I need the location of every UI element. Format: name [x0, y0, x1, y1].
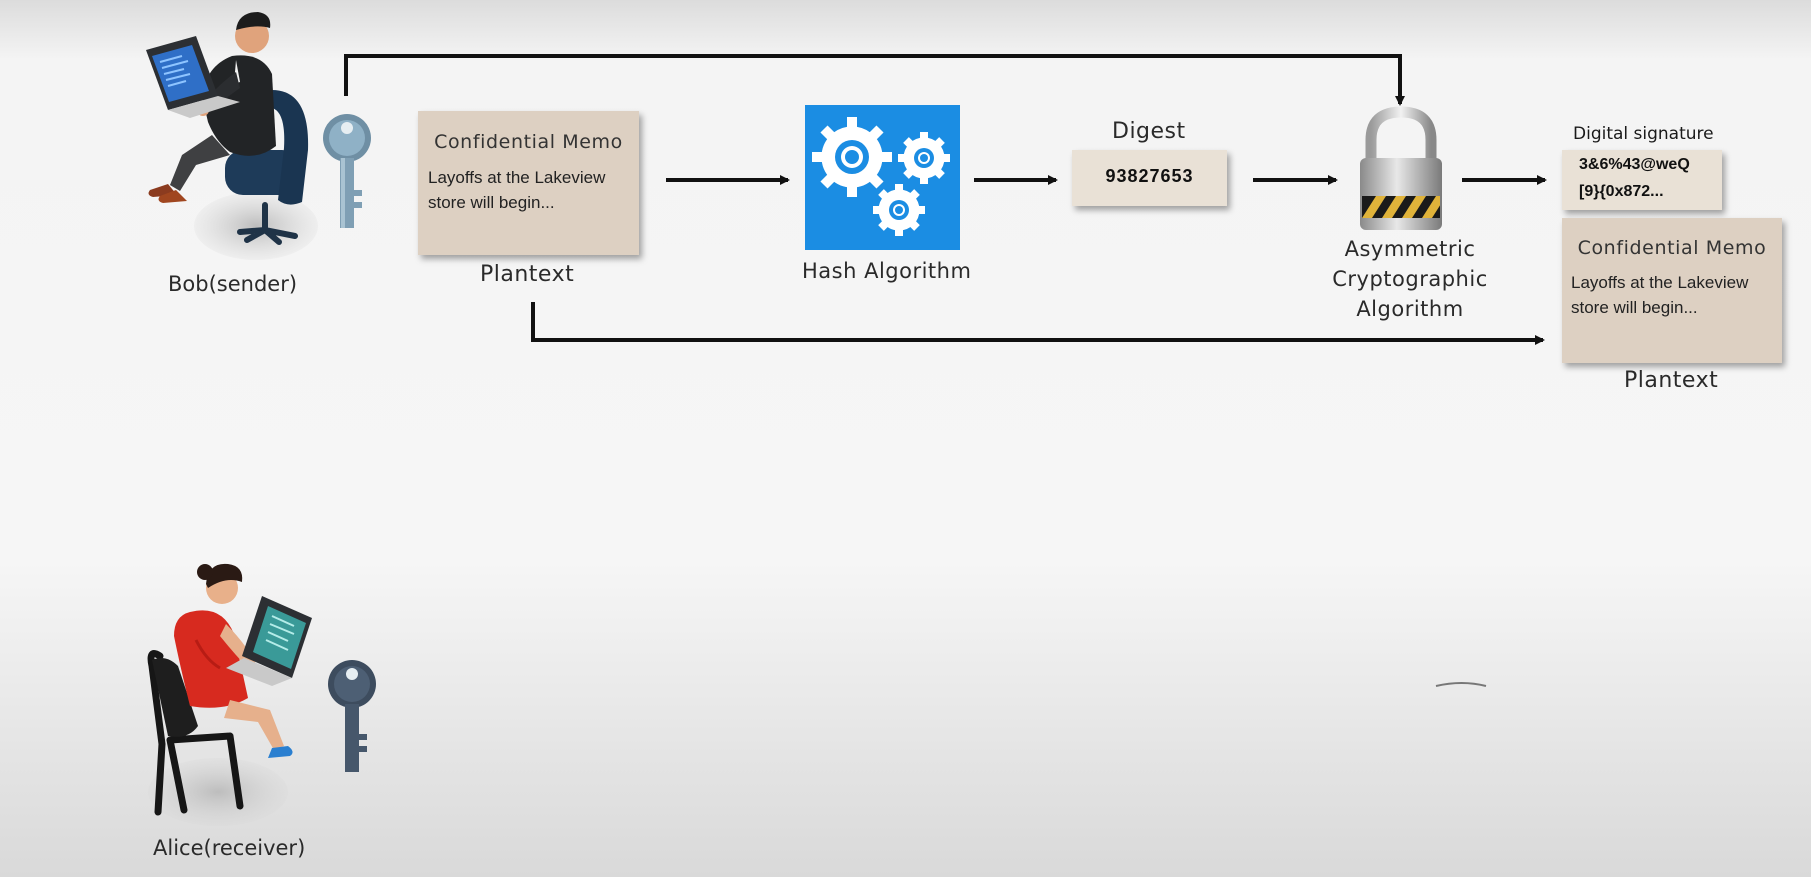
digest-note: 93827653 [1072, 150, 1227, 206]
arrow-key-to-crypto [344, 54, 1405, 106]
asymmetric-label: Asymmetric Cryptographic Algorithm [1300, 234, 1520, 324]
padlock-icon [1360, 106, 1442, 230]
alice-key-icon [328, 660, 376, 772]
plaintext-memo-line2: store will begin... [428, 193, 555, 212]
output-memo-line1: Layoffs at the Lakeview [1571, 273, 1749, 292]
output-memo-title: Confidential Memo [1577, 237, 1767, 259]
plaintext-memo-line1: Layoffs at the Lakeview [428, 168, 606, 187]
asymmetric-line2: Cryptographic [1332, 267, 1488, 291]
plaintext-memo: Confidential Memo Layoffs at the Lakevie… [418, 111, 639, 255]
signature-line2: [9}{0x872... [1579, 183, 1664, 200]
alice-label: Alice(receiver) [153, 836, 306, 860]
hash-caption: Hash Algorithm [802, 259, 972, 283]
signature-title: Digital signature [1573, 124, 1714, 144]
digest-title: Digest [1112, 119, 1186, 144]
output-memo-body: Layoffs at the Lakeview store will begin… [1571, 270, 1748, 320]
output-memo: Confidential Memo Layoffs at the Lakevie… [1562, 218, 1782, 363]
output-plaintext-caption: Plantext [1624, 368, 1719, 393]
digest-value: 93827653 [1105, 166, 1194, 186]
signature-note: 3&6%43@weQ [9}{0x872... [1562, 150, 1722, 210]
bob-person-icon [146, 12, 318, 260]
plaintext-memo-body: Layoffs at the Lakeview store will begin… [428, 165, 605, 215]
asymmetric-line3: Algorithm [1356, 297, 1464, 321]
signature-line1: 3&6%43@weQ [1579, 156, 1690, 173]
plaintext-caption: Plantext [480, 262, 575, 287]
plaintext-memo-title: Confidential Memo [434, 131, 623, 153]
alice-person-icon [147, 563, 312, 826]
asymmetric-line1: Asymmetric [1344, 237, 1476, 261]
arrow-plaintext-to-output [531, 302, 1545, 345]
bob-label: Bob(sender) [168, 272, 298, 296]
bob-key-icon [323, 114, 371, 228]
gear-icon [805, 105, 960, 250]
smudge-mark [1435, 682, 1487, 687]
output-memo-line2: store will begin... [1571, 298, 1698, 317]
flow-arrows [344, 54, 1547, 345]
